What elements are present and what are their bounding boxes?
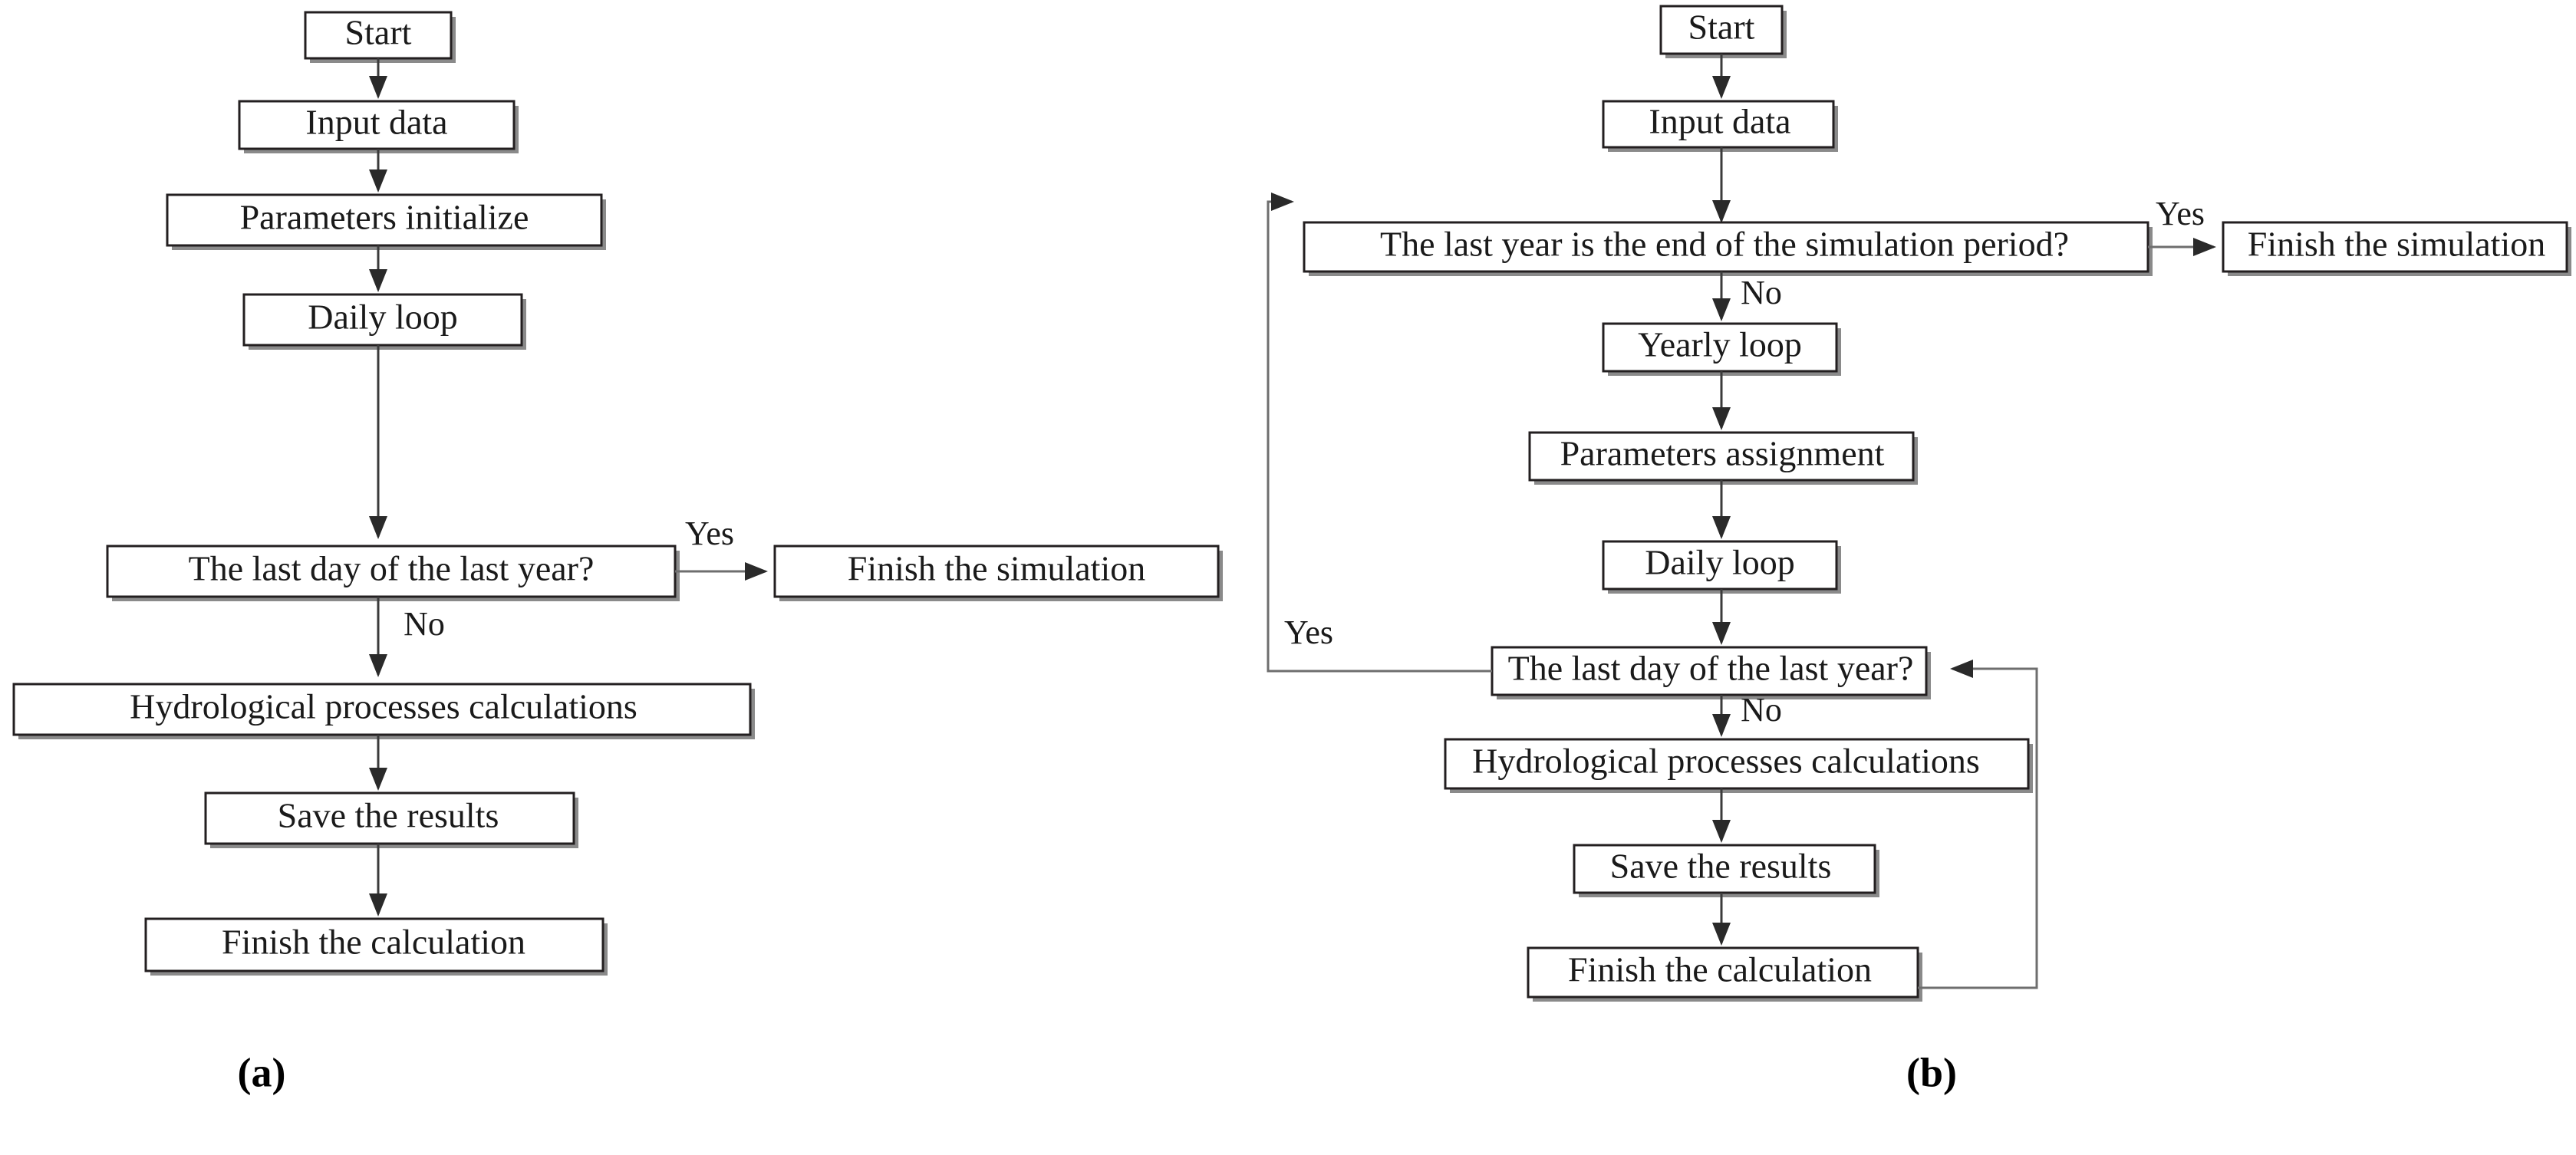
panel-b-caption: (b) bbox=[1906, 1049, 1957, 1095]
node-rect bbox=[1659, 5, 1784, 55]
node-rect bbox=[106, 545, 677, 598]
node-a-daily-loop-label: Daily loop bbox=[308, 298, 457, 337]
node-b-finish-simulation[interactable]: Finish the simulation bbox=[2222, 221, 2571, 276]
node-a-hydrological[interactable]: Hydrological processes calculations bbox=[12, 683, 755, 739]
node-b-decision-last-day-label: The last day of the last year? bbox=[1508, 649, 1914, 688]
node-a-finish-calculation[interactable]: Finish the calculation bbox=[144, 917, 608, 976]
panel-b-group: Start Input data The last year is the en… bbox=[1267, 5, 2571, 1095]
node-b-yearly-loop-label: Yearly loop bbox=[1638, 325, 1802, 364]
node-b-decision-last-year-label: The last year is the end of the simulati… bbox=[1380, 225, 2069, 264]
node-rect bbox=[1602, 322, 1838, 373]
node-a-daily-loop[interactable]: Daily loop bbox=[242, 293, 526, 350]
edge-a-label-no: No bbox=[404, 605, 445, 643]
node-rect bbox=[1527, 946, 1919, 999]
node-rect bbox=[1444, 738, 2030, 790]
node-b-decision-last-year[interactable]: The last year is the end of the simulati… bbox=[1303, 221, 2153, 276]
node-b-daily-loop[interactable]: Daily loop bbox=[1602, 540, 1841, 594]
node-a-start[interactable]: Start bbox=[304, 11, 456, 63]
node-a-input-data-label: Input data bbox=[305, 103, 447, 142]
node-a-start-label: Start bbox=[345, 13, 412, 52]
node-a-parameters-initialize-label: Parameters initialize bbox=[240, 198, 529, 237]
node-a-decision-last-day[interactable]: The last day of the last year? bbox=[106, 545, 680, 601]
node-rect bbox=[204, 791, 575, 845]
node-b-finish-calculation[interactable]: Finish the calculation bbox=[1527, 946, 1922, 1002]
node-rect bbox=[304, 11, 453, 60]
node-a-finish-simulation-label: Finish the simulation bbox=[848, 549, 1145, 588]
node-b-finish-simulation-label: Finish the simulation bbox=[2248, 225, 2545, 264]
node-rect bbox=[1602, 540, 1838, 591]
node-a-parameters-initialize[interactable]: Parameters initialize bbox=[166, 193, 606, 250]
node-b-parameters-assignment[interactable]: Parameters assignment bbox=[1528, 431, 1918, 485]
node-b-daily-loop-label: Daily loop bbox=[1645, 543, 1794, 582]
node-a-input-data[interactable]: Input data bbox=[238, 100, 519, 153]
edge-b-loop-to-day-decision bbox=[1918, 660, 2038, 989]
node-rect bbox=[773, 545, 1220, 598]
node-rect bbox=[2222, 221, 2568, 273]
node-rect bbox=[1303, 221, 2149, 273]
panel-a-group: Start Input data Parameters initialize bbox=[12, 11, 1223, 1095]
node-rect bbox=[144, 917, 604, 972]
node-a-hydrological-label: Hydrological processes calculations bbox=[130, 687, 637, 726]
node-rect bbox=[1573, 844, 1876, 894]
edge-b-yes-loop-to-year-decision bbox=[1267, 192, 1492, 673]
node-b-parameters-assignment-label: Parameters assignment bbox=[1560, 434, 1885, 473]
node-a-save-results[interactable]: Save the results bbox=[204, 791, 578, 848]
edge-b-label-no-inner: No bbox=[1741, 691, 1782, 729]
node-rect bbox=[1602, 100, 1835, 149]
node-b-start[interactable]: Start bbox=[1659, 5, 1787, 58]
node-b-decision-last-day[interactable]: The last day of the last year? bbox=[1491, 646, 1931, 699]
edge-b-label-yes-top: Yes bbox=[2156, 195, 2205, 232]
edge-b-label-no-top: No bbox=[1741, 274, 1782, 311]
node-a-finish-calculation-label: Finish the calculation bbox=[222, 923, 525, 962]
node-b-save-results[interactable]: Save the results bbox=[1573, 844, 1879, 897]
node-a-finish-simulation[interactable]: Finish the simulation bbox=[773, 545, 1223, 601]
node-a-save-results-label: Save the results bbox=[278, 796, 499, 835]
node-b-finish-calculation-label: Finish the calculation bbox=[1568, 950, 1872, 989]
node-rect bbox=[238, 100, 516, 150]
node-b-save-results-label: Save the results bbox=[1610, 847, 1832, 886]
panel-a-caption: (a) bbox=[238, 1049, 286, 1095]
node-rect bbox=[242, 293, 523, 347]
node-rect bbox=[166, 193, 603, 247]
edge-a-label-yes: Yes bbox=[685, 515, 734, 552]
node-rect bbox=[1528, 431, 1915, 482]
node-b-yearly-loop[interactable]: Yearly loop bbox=[1602, 322, 1841, 376]
node-rect bbox=[12, 683, 752, 736]
node-b-hydrological-label: Hydrological processes calculations bbox=[1472, 742, 1980, 781]
edge-b-label-yes-loop: Yes bbox=[1284, 614, 1333, 651]
node-b-input-data[interactable]: Input data bbox=[1602, 100, 1838, 152]
node-a-decision-last-day-label: The last day of the last year? bbox=[189, 549, 595, 588]
node-b-input-data-label: Input data bbox=[1649, 102, 1790, 141]
node-b-hydrological[interactable]: Hydrological processes calculations bbox=[1444, 738, 2033, 793]
node-b-start-label: Start bbox=[1688, 8, 1755, 47]
